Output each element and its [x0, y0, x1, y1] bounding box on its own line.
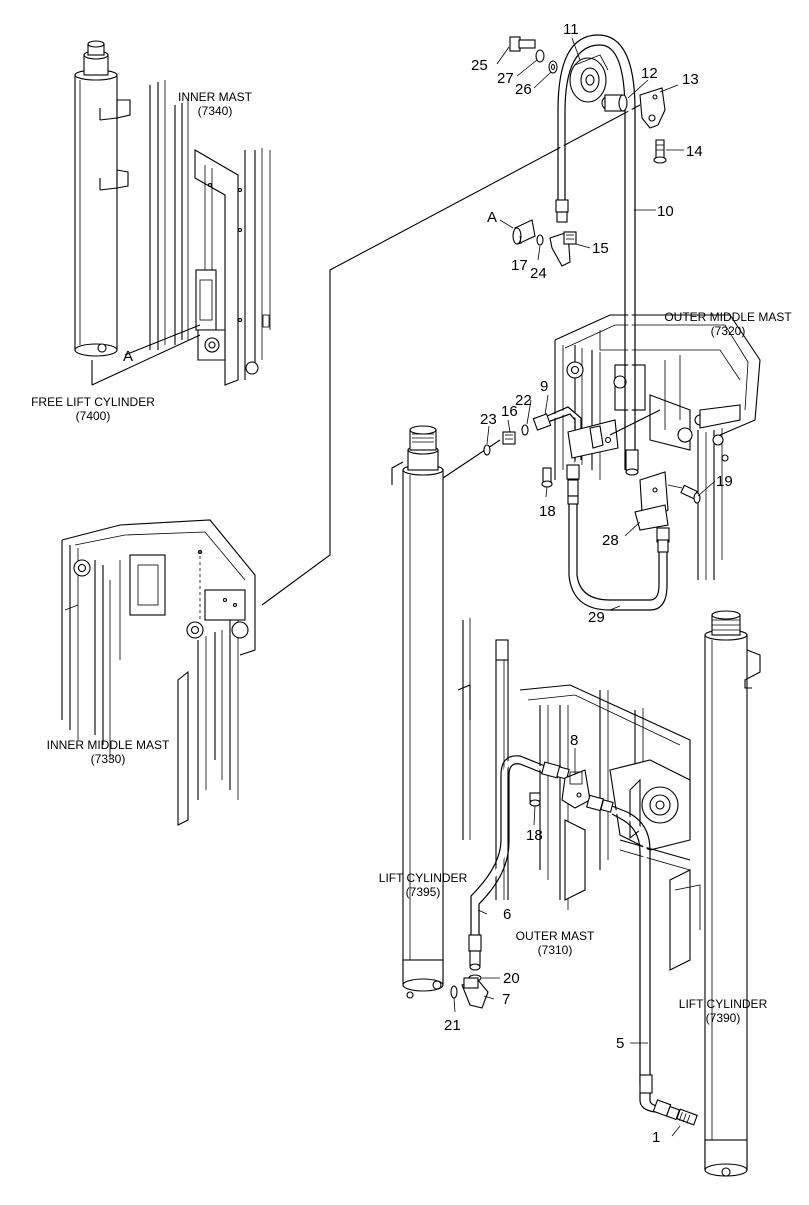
ref-mark-a-top: A: [487, 209, 497, 226]
callout-25: 25: [471, 57, 488, 74]
callout-22: 22: [515, 392, 532, 409]
callout-27: 27: [497, 70, 514, 87]
leader-line-13: [261, 104, 641, 606]
callout-6: 6: [503, 906, 511, 923]
label-lift-cylinder-left-code: (7395): [406, 885, 441, 899]
inner-middle-mast-drawing: [61, 519, 256, 826]
callout-28: 28: [602, 532, 619, 549]
label-free-lift-cylinder: FREE LIFT CYLINDER: [31, 395, 155, 409]
callout-23: 23: [480, 411, 497, 428]
label-inner-middle-mast-code: (7330): [91, 752, 126, 766]
callout-18-upper: 18: [539, 503, 556, 520]
callout-14: 14: [686, 143, 703, 160]
callout-13: 13: [682, 71, 699, 88]
callout-20: 20: [503, 970, 520, 987]
label-inner-middle-mast: INNER MIDDLE MAST: [47, 738, 170, 752]
outer-middle-mast-drawing: [554, 314, 761, 580]
label-lift-cylinder-right-code: (7390): [706, 1011, 741, 1025]
callout-10: 10: [657, 203, 674, 220]
callout-7: 7: [502, 991, 510, 1008]
ref-mark-a-left: A: [123, 348, 133, 365]
callout-11: 11: [563, 21, 579, 38]
label-inner-mast-code: (7340): [198, 104, 233, 118]
label-outer-mast-code: (7310): [538, 943, 573, 957]
callout-24: 24: [530, 265, 547, 282]
callout-17: 17: [511, 257, 528, 274]
label-lift-cylinder-left: LIFT CYLINDER: [379, 871, 468, 885]
callout-26: 26: [515, 81, 532, 98]
lower-piping-assembly: [450, 755, 698, 1126]
callout-16: 16: [501, 403, 518, 420]
callout-29: 29: [588, 609, 605, 626]
callout-12: 12: [641, 65, 658, 82]
callout-5: 5: [616, 1035, 624, 1052]
label-lift-cylinder-right: LIFT CYLINDER: [679, 997, 768, 1011]
label-free-lift-cylinder-code: (7400): [76, 409, 111, 423]
free-lift-cylinder-drawing: [74, 40, 131, 357]
callout-19: 19: [716, 473, 733, 490]
callout-1: 1: [652, 1129, 660, 1146]
callout-18-lower: 18: [526, 827, 543, 844]
label-inner-mast: INNER MAST: [178, 90, 253, 104]
callout-21: 21: [444, 1017, 461, 1034]
label-outer-middle-mast-code: (7320): [711, 324, 746, 338]
middle-piping-assembly: [483, 406, 701, 611]
callout-8: 8: [570, 732, 578, 749]
callout-leaders: [453, 37, 716, 1137]
top-pulley-assembly: [499, 34, 667, 476]
callout-15: 15: [592, 240, 609, 257]
label-outer-mast: OUTER MAST: [516, 929, 595, 943]
lift-cylinder-left-drawing: [391, 425, 444, 999]
inner-mast-drawing: [149, 80, 271, 386]
label-outer-middle-mast: OUTER MIDDLE MAST: [664, 310, 792, 324]
callout-9: 9: [540, 378, 548, 395]
lift-cylinder-right-drawing: [704, 610, 761, 1177]
